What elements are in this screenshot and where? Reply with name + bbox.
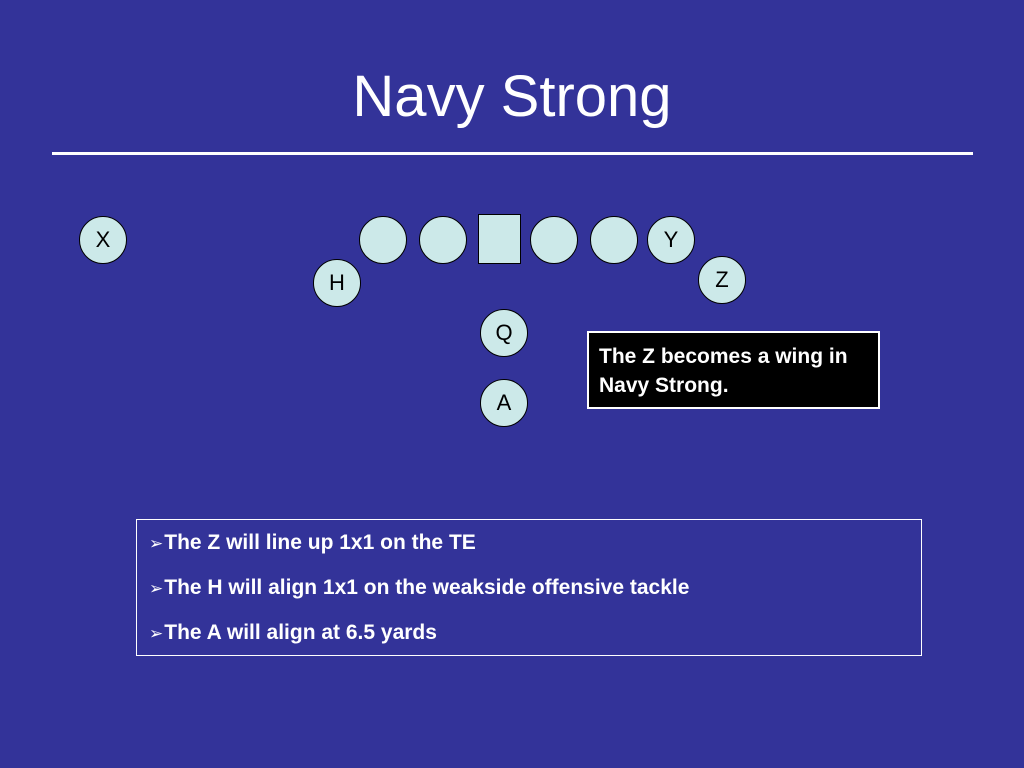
- callout-box: The Z becomes a wing in Navy Strong.: [587, 331, 880, 409]
- offensive-lineman: [590, 216, 638, 264]
- arrow-bullet-icon: ➢: [149, 534, 164, 553]
- center-square: [478, 214, 521, 264]
- offensive-lineman: [530, 216, 578, 264]
- note-text: The A will align at 6.5 yards: [164, 621, 437, 644]
- player-a: A: [480, 379, 528, 427]
- arrow-bullet-icon: ➢: [149, 624, 164, 643]
- player-h: H: [313, 259, 361, 307]
- note-text: The Z will line up 1x1 on the TE: [164, 531, 476, 554]
- arrow-bullet-icon: ➢: [149, 579, 164, 598]
- callout-text: The Z becomes a wing in Navy Strong.: [599, 345, 848, 397]
- note-item: ➢The H will align 1x1 on the weakside of…: [149, 573, 921, 618]
- note-item: ➢The Z will line up 1x1 on the TE: [149, 528, 921, 573]
- title-divider: [52, 152, 973, 155]
- note-item: ➢The A will align at 6.5 yards: [149, 618, 921, 663]
- slide-title: Navy Strong: [352, 64, 672, 129]
- player-z: Z: [698, 256, 746, 304]
- note-text: The H will align 1x1 on the weakside off…: [164, 576, 690, 599]
- player-q: Q: [480, 309, 528, 357]
- offensive-lineman: [359, 216, 407, 264]
- player-y: Y: [647, 216, 695, 264]
- notes-box: ➢The Z will line up 1x1 on the TE ➢The H…: [136, 519, 922, 656]
- offensive-lineman: [419, 216, 467, 264]
- player-x: X: [79, 216, 127, 264]
